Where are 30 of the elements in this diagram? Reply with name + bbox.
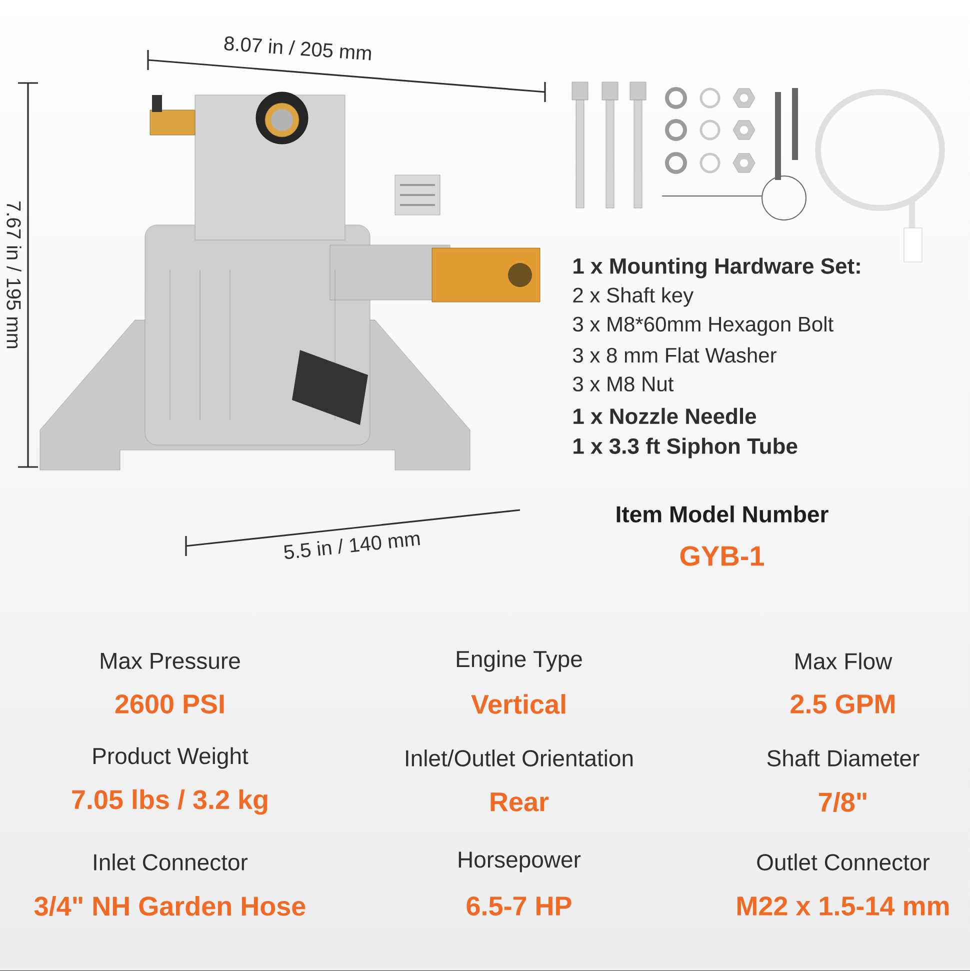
spec-label: Inlet/Outlet Orientation — [406, 750, 633, 766]
spec-value: 2600 PSI — [115, 694, 224, 714]
spec-label: Shaft Diameter — [767, 750, 920, 766]
spec-label: Engine Type — [456, 650, 582, 672]
spec-value: Vertical — [471, 694, 566, 714]
spec-value: 7/8" — [819, 792, 866, 812]
spec-value: 3/4" NH Garden Hose — [34, 896, 306, 916]
dimension-label: 7.67 in / 195 mm — [6, 202, 22, 348]
spec-label: Horsepower — [458, 852, 581, 872]
spec-value: 2.5 GPM — [790, 694, 894, 714]
spec-value: 6.5-7 HP — [466, 896, 572, 916]
spec-label: Max Flow — [796, 652, 892, 670]
model-label: Item Model Number — [616, 506, 828, 522]
spec-value: M22 x 1.5-14 mm — [738, 896, 949, 916]
model-number: GYB-1 — [680, 546, 764, 566]
list-heading: 1 x Mounting Hardware Set: — [574, 258, 860, 278]
spec-value: 7.05 lbs / 3.2 kg — [72, 789, 268, 815]
spec-label: Product Weight — [93, 747, 248, 769]
list-heading: 1 x 3.3 ft Siphon Tube — [574, 438, 798, 458]
spec-label: Inlet Connector — [94, 854, 248, 870]
list-item: 3 x 8 mm Flat Washer — [573, 347, 776, 363]
spec-label: Outlet Connector — [757, 854, 930, 870]
spec-value: Rear — [490, 792, 549, 812]
list-item: 2 x Shaft key — [573, 287, 694, 307]
spec-label: Max Pressure — [100, 652, 240, 670]
dimension-label: 8.07 in / 205 mm — [224, 36, 371, 60]
list-item: 3 x M8*60mm Hexagon Bolt — [573, 316, 834, 336]
dimension-label: 5.5 in / 140 mm — [284, 534, 420, 559]
list-heading: 1 x Nozzle Needle — [574, 408, 756, 424]
list-item: 3 x M8 Nut — [573, 376, 674, 392]
